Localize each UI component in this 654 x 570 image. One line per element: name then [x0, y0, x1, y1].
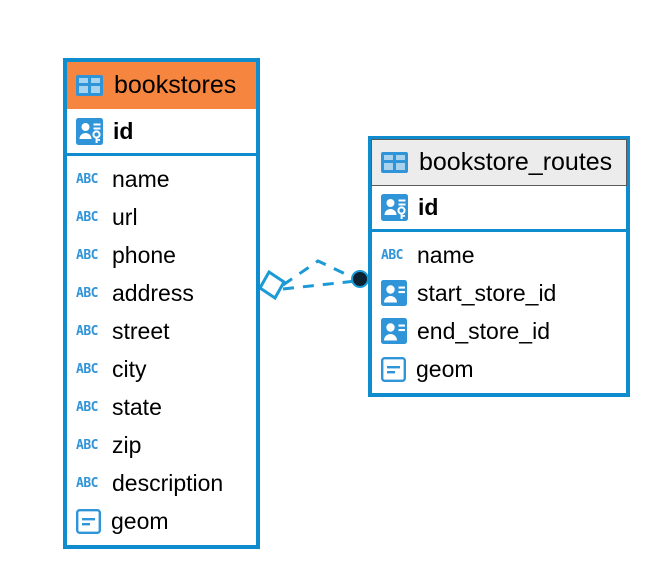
field-list: ABC name start_store_id	[372, 232, 626, 393]
relationship-line-lower	[282, 279, 357, 291]
foreign-key-icon	[381, 318, 407, 344]
table-icon	[76, 75, 103, 96]
text-abc-icon: ABC	[76, 247, 98, 263]
primary-key-separator	[67, 153, 256, 156]
text-abc-icon: ABC	[76, 323, 98, 339]
text-abc-icon: ABC	[76, 399, 98, 415]
field-row-city[interactable]: ABC city	[67, 350, 256, 388]
field-label: end_store_id	[417, 317, 550, 344]
field-row-address[interactable]: ABC address	[67, 274, 256, 312]
field-label: zip	[112, 431, 142, 458]
entity-title: bookstore_routes	[419, 148, 613, 176]
field-row-state[interactable]: ABC state	[67, 388, 256, 426]
field-row-name[interactable]: ABC name	[67, 160, 256, 198]
field-label: url	[112, 203, 138, 230]
geometry-icon	[381, 356, 406, 382]
text-abc-icon: ABC	[76, 209, 98, 225]
field-list: ABC name ABC url ABC phone ABC address A…	[67, 156, 256, 545]
field-row-phone[interactable]: ABC phone	[67, 236, 256, 274]
field-label: geom	[416, 355, 474, 382]
text-abc-icon: ABC	[76, 285, 98, 301]
field-label: id	[418, 193, 439, 220]
field-row-start-store-id[interactable]: start_store_id	[372, 274, 626, 312]
field-label: phone	[112, 241, 176, 268]
entity-header-bookstore-routes[interactable]: bookstore_routes	[371, 139, 627, 186]
table-icon	[381, 152, 408, 173]
geometry-icon	[76, 508, 101, 534]
field-row-geom[interactable]: geom	[67, 502, 256, 540]
text-abc-icon: ABC	[381, 247, 403, 263]
filled-circle-endpoint	[351, 270, 369, 288]
text-abc-icon: ABC	[76, 475, 98, 491]
primary-key-icon	[381, 193, 408, 221]
entity-header-bookstores[interactable]: bookstores	[67, 62, 256, 109]
field-row-zip[interactable]: ABC zip	[67, 426, 256, 464]
field-label: address	[112, 279, 194, 306]
entity-table-bookstores[interactable]: bookstores id ABC name	[63, 58, 260, 549]
field-label: start_store_id	[417, 279, 557, 306]
field-row-end-store-id[interactable]: end_store_id	[372, 312, 626, 350]
field-label: name	[417, 241, 475, 268]
text-abc-icon: ABC	[76, 437, 98, 453]
text-abc-icon: ABC	[76, 171, 98, 187]
entity-table-bookstore-routes[interactable]: bookstore_routes id ABC	[368, 136, 630, 397]
field-row-description[interactable]: ABC description	[67, 464, 256, 502]
field-label: city	[112, 355, 147, 382]
field-row-primary-key[interactable]: id	[67, 109, 256, 153]
field-label: description	[112, 469, 224, 496]
field-label: name	[112, 165, 170, 192]
relationship-line-upper	[282, 259, 357, 287]
diamond-endpoint	[258, 269, 286, 301]
foreign-key-icon	[381, 280, 407, 306]
primary-key-icon	[76, 117, 103, 145]
field-label: id	[113, 117, 134, 144]
field-row-primary-key[interactable]: id	[372, 185, 626, 229]
field-row-url[interactable]: ABC url	[67, 198, 256, 236]
text-abc-icon: ABC	[76, 361, 98, 377]
field-row-street[interactable]: ABC street	[67, 312, 256, 350]
field-row-geom[interactable]: geom	[372, 350, 626, 388]
entity-title: bookstores	[114, 71, 237, 99]
primary-key-separator	[372, 229, 626, 232]
field-label: street	[112, 317, 170, 344]
field-row-name[interactable]: ABC name	[372, 236, 626, 274]
field-label: geom	[111, 507, 169, 534]
field-label: state	[112, 393, 162, 420]
